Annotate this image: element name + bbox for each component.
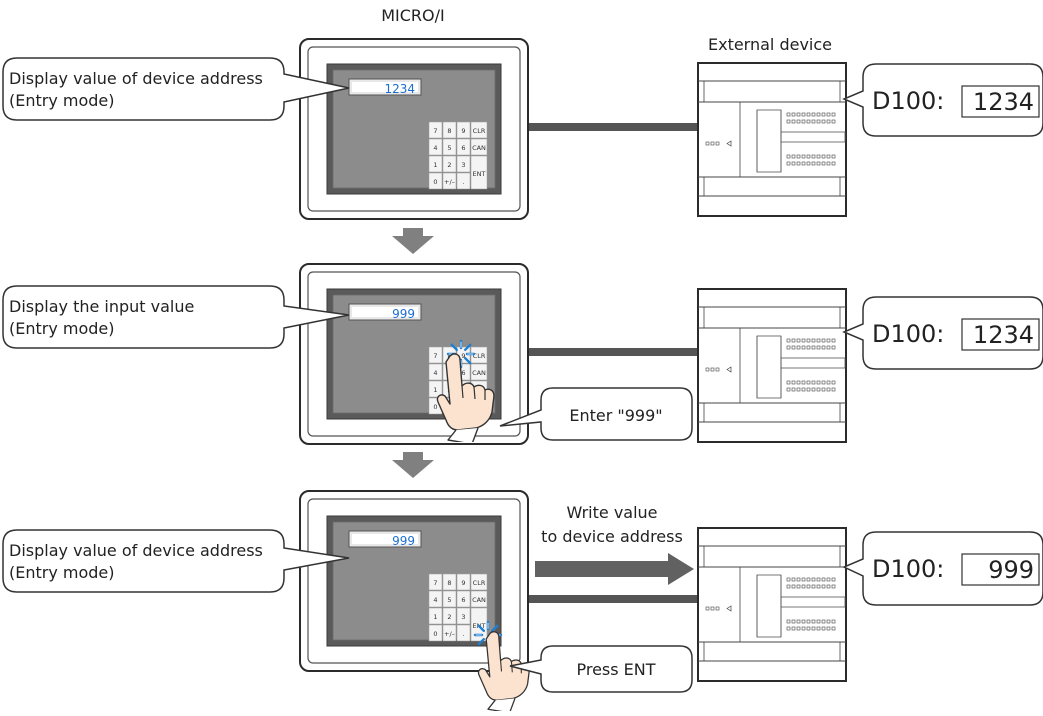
key-1: 1: [433, 386, 437, 394]
device-value: 1234: [973, 321, 1034, 349]
key-dot: .: [462, 178, 464, 186]
callout-line-2: (Entry mode): [9, 563, 115, 582]
key-1: 1: [433, 613, 437, 621]
hmi-panel: [299, 38, 529, 220]
panel-display-value: 999: [392, 534, 415, 548]
action-text: Enter "999": [569, 406, 662, 425]
write-label-line-2: to device address: [541, 527, 683, 546]
key-can: CAN: [472, 369, 486, 377]
key-2: 2: [447, 613, 451, 621]
callout-bubble: [2, 285, 350, 349]
device-value-bubble: [842, 531, 1043, 606]
key-4: 4: [433, 144, 437, 152]
key-7: 7: [433, 579, 437, 587]
write-label-line-1: Write value: [566, 503, 657, 522]
device-value-box: [961, 318, 1040, 351]
device-value-box: [961, 85, 1040, 118]
key-clr: CLR: [473, 352, 486, 360]
key-9: 9: [461, 127, 465, 135]
action-callout: [509, 645, 693, 693]
key-6: 6: [461, 369, 465, 377]
device-value-bubble: [842, 296, 1043, 370]
key-7: 7: [433, 127, 437, 135]
key-ent: ENT: [473, 170, 486, 178]
connection-cable: [529, 595, 697, 603]
device-value-bubble: [842, 63, 1043, 137]
connection-cable: [529, 123, 697, 131]
callout-line-1: Display value of device address: [9, 541, 263, 560]
external-device: [697, 527, 847, 682]
hmi-panel: [299, 263, 529, 445]
key-3: 3: [461, 613, 465, 621]
key-6: 6: [461, 144, 465, 152]
key-2: 2: [447, 161, 451, 169]
callout-bubble: [2, 57, 350, 121]
key-1: 1: [433, 161, 437, 169]
device-value: 1234: [973, 88, 1034, 116]
key-0: 0: [433, 178, 437, 186]
device-value-box: [961, 553, 1040, 586]
action-callout: [499, 387, 693, 441]
step-3: 999 7 8 9 CLR 4 5 6 CAN 1 2 3 0 +/– . EN…: [2, 490, 1043, 711]
down-arrow-icon: [392, 228, 434, 254]
device-address-label: D100:: [872, 320, 944, 348]
key-6: 6: [461, 596, 465, 604]
key-9: 9: [461, 579, 465, 587]
callout-bubble: [2, 529, 350, 593]
external-device-label: External device: [708, 35, 832, 54]
key-can: CAN: [472, 144, 486, 152]
write-arrow-icon: [535, 553, 694, 585]
key-5: 5: [447, 596, 451, 604]
external-device: [697, 62, 847, 217]
micro-i-label: MICRO/I: [381, 6, 445, 25]
callout-line-2: (Entry mode): [9, 91, 115, 110]
key-8: 8: [447, 579, 451, 587]
key-7: 7: [433, 352, 437, 360]
step-1: 1234 7 8 9 CLR 4 5 6 CAN 1 2 3 0 +/– . E…: [2, 38, 1043, 220]
key-5: 5: [447, 144, 451, 152]
key-4: 4: [433, 369, 437, 377]
action-text: Press ENT: [576, 660, 655, 679]
external-device: [697, 288, 847, 443]
panel-display-value: 999: [392, 307, 415, 321]
key-can: CAN: [472, 596, 486, 604]
key-0: 0: [433, 630, 437, 638]
key-9: 9: [461, 352, 465, 360]
key-clr: CLR: [473, 127, 486, 135]
device-address-label: D100:: [872, 555, 944, 583]
key-3: 3: [461, 161, 465, 169]
key-plus-minus: +/–: [444, 630, 455, 638]
key-0: 0: [433, 403, 437, 411]
callout-line-1: Display value of device address: [9, 69, 263, 88]
callout-line-1: Display the input value: [9, 297, 194, 316]
key-plus-minus: +/–: [444, 178, 455, 186]
callout-line-2: (Entry mode): [9, 319, 115, 338]
device-value: 999: [988, 556, 1034, 584]
key-4: 4: [433, 596, 437, 604]
connection-cable: [529, 348, 697, 356]
panel-display-value: 1234: [384, 82, 415, 96]
down-arrow-icon: [392, 452, 434, 478]
keypad: 7 8 9 CLR 4 5 6 CAN 1 2 3 0 +/– . ENT: [433, 127, 486, 186]
device-address-label: D100:: [872, 87, 944, 115]
step-2: 999 7 8 9 CLR 4 5 6 CAN 1 2 3 0 +/– . EN…: [2, 263, 1043, 445]
key-dot: .: [462, 630, 464, 638]
key-clr: CLR: [473, 579, 486, 587]
key-8: 8: [447, 127, 451, 135]
